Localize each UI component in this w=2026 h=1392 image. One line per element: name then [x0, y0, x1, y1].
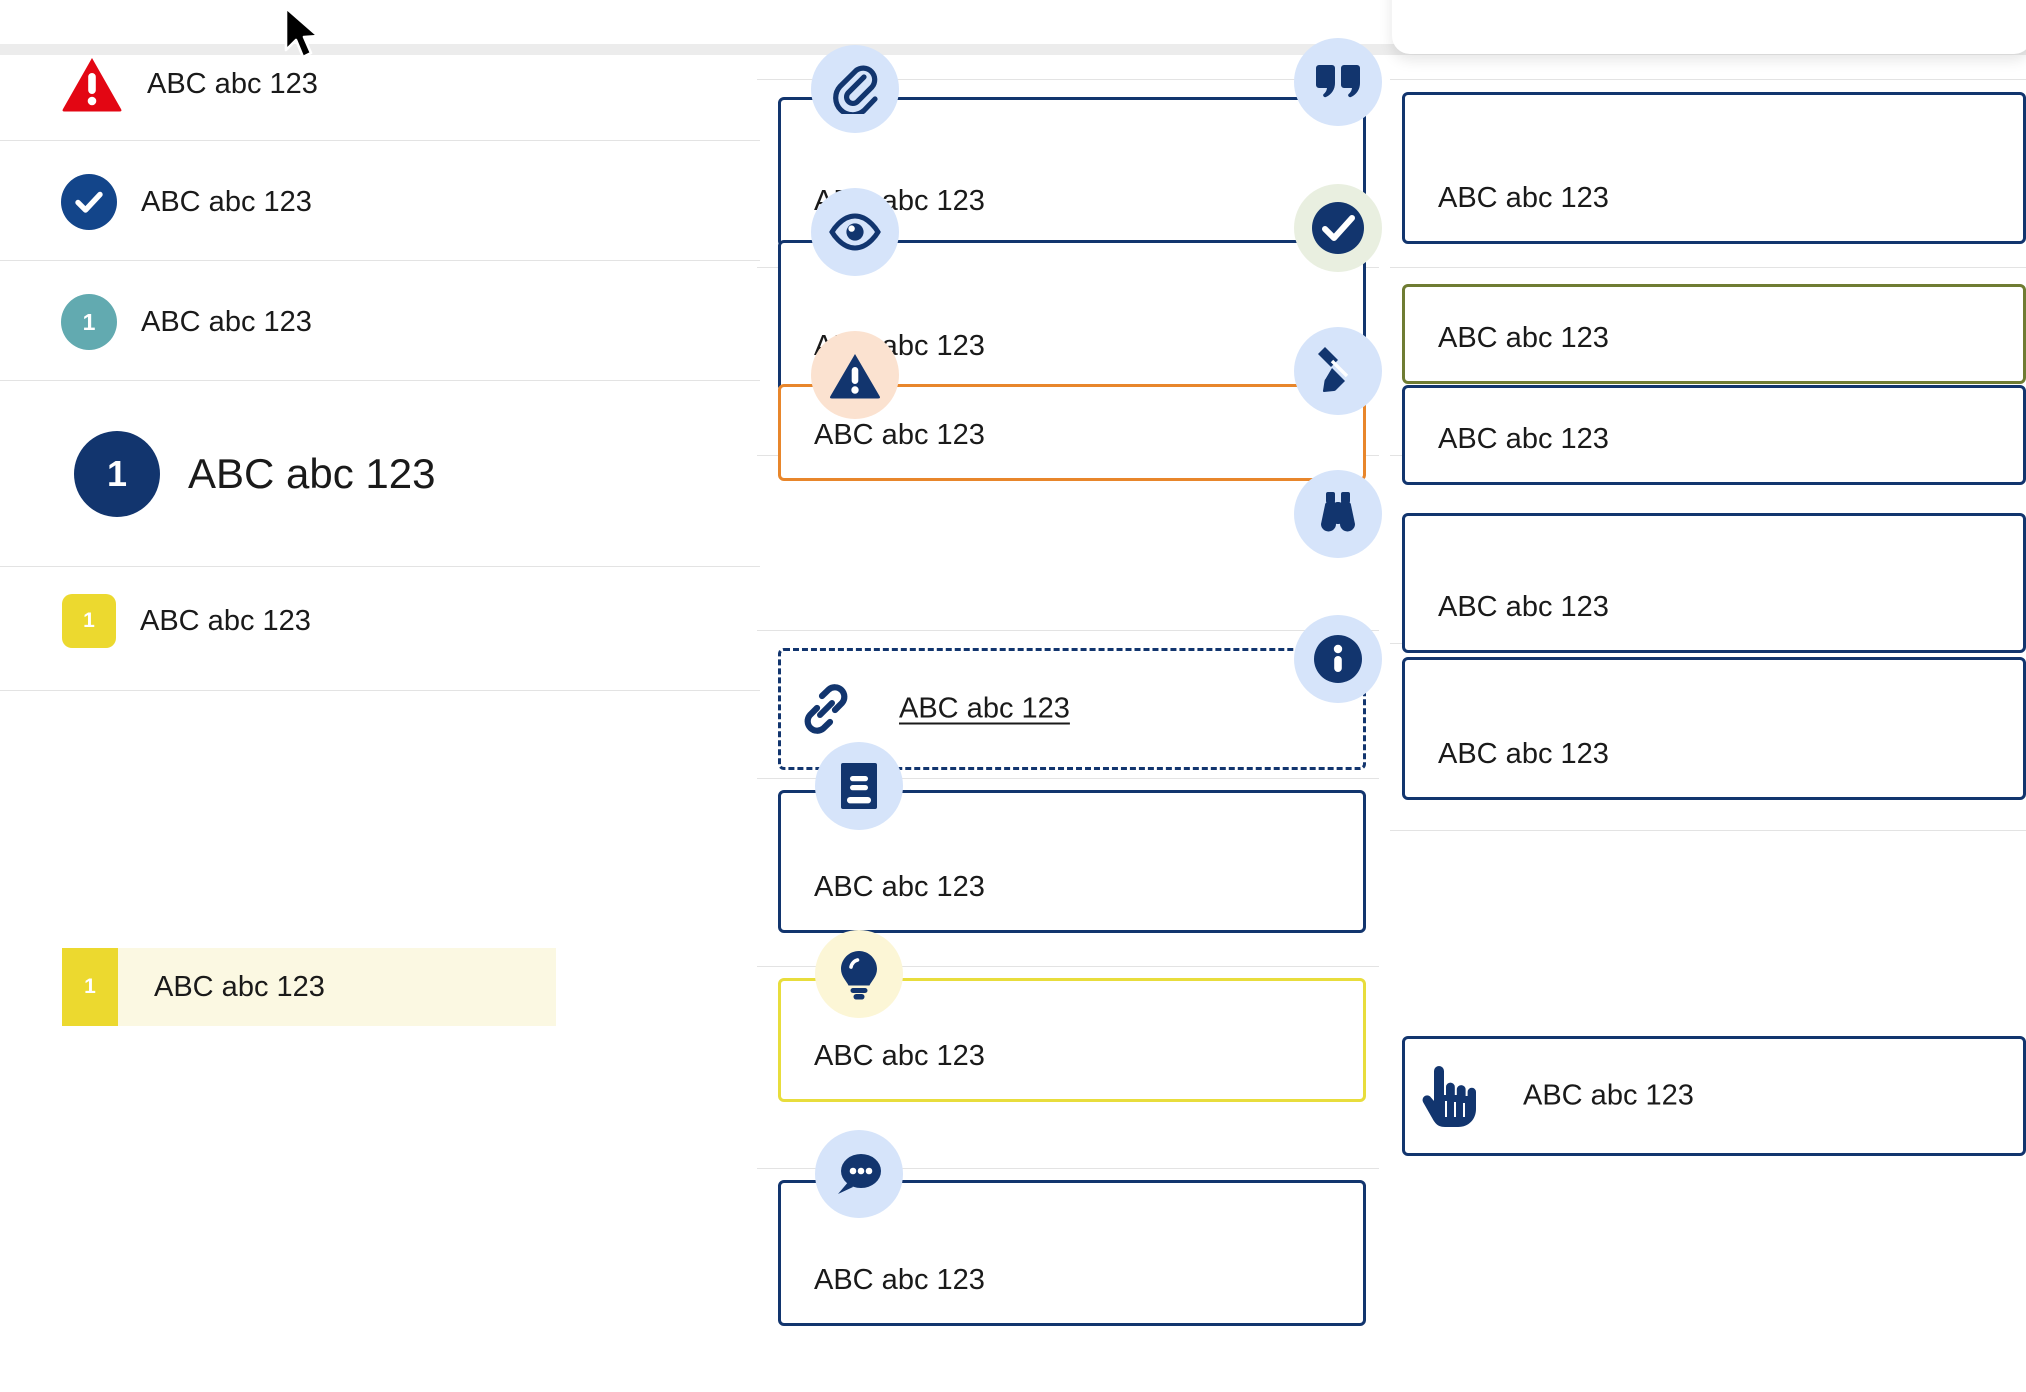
check-circle-icon — [1294, 184, 1382, 272]
lightbulb-icon — [815, 930, 903, 1018]
column-divider — [757, 630, 1379, 631]
mouse-cursor — [282, 6, 326, 67]
badge-number: 1 — [84, 975, 96, 998]
book-icon — [815, 742, 903, 830]
quote-card[interactable]: ABC abc 123 — [1402, 92, 2026, 244]
sidebar-item-label: ABC abc 123 — [147, 67, 318, 100]
column-divider — [757, 79, 1379, 80]
card-label: ABC abc 123 — [814, 871, 985, 903]
sidebar-item-step-selected[interactable]: 1 ABC abc 123 — [62, 948, 556, 1026]
badge-number: 1 — [83, 609, 95, 632]
column-divider — [757, 966, 1379, 967]
action-card[interactable]: ABC abc 123 — [1402, 1036, 2026, 1156]
observe-card[interactable]: ABC abc 123 — [1402, 513, 2026, 653]
paperclip-icon — [811, 45, 899, 133]
column-divider — [757, 1168, 1379, 1169]
card-label: ABC abc 123 — [1438, 423, 1609, 455]
number-badge-icon: 1 — [61, 294, 117, 350]
list-divider — [0, 690, 760, 691]
column-divider — [757, 778, 1379, 779]
number-badge-icon: 1 — [74, 431, 160, 517]
card-label: ABC abc 123 — [814, 419, 985, 451]
speech-bubble-icon — [815, 1130, 903, 1218]
left-item-list: ABC abc 123 ABC abc 123 1 ABC abc 123 1 … — [0, 0, 760, 1392]
info-card[interactable]: ABC abc 123 — [1402, 657, 2026, 800]
sidebar-item-step-large[interactable]: 1 ABC abc 123 — [0, 431, 760, 517]
chain-link-icon — [782, 665, 870, 753]
pointing-hand-icon — [1402, 1052, 1490, 1140]
approved-card[interactable]: ABC abc 123 — [1402, 284, 2026, 384]
card-label: ABC abc 123 — [814, 1264, 985, 1296]
card-label: ABC abc 123 — [1438, 322, 1609, 354]
warning-triangle-icon — [811, 331, 899, 419]
sidebar-item-label: ABC abc 123 — [154, 970, 325, 1003]
column-divider — [1390, 79, 2026, 80]
column-divider — [1390, 267, 2026, 268]
check-circle-icon — [61, 174, 117, 230]
eye-icon — [811, 188, 899, 276]
list-divider — [0, 566, 760, 567]
badge-number: 1 — [106, 453, 128, 494]
badge-number: 1 — [82, 308, 96, 335]
sidebar-item-label: ABC abc 123 — [188, 450, 436, 497]
binoculars-icon — [1294, 470, 1382, 558]
card-label: ABC abc 123 — [1438, 591, 1609, 623]
floating-panel — [1392, 0, 2026, 54]
card-label: ABC abc 123 — [1438, 182, 1609, 214]
sidebar-item-success[interactable]: ABC abc 123 — [0, 174, 760, 230]
card-label: ABC abc 123 — [814, 1040, 985, 1072]
sidebar-item-step-teal[interactable]: 1 ABC abc 123 — [0, 294, 760, 350]
list-divider — [0, 140, 760, 141]
quotation-mark-icon — [1294, 38, 1382, 126]
column-divider — [1390, 830, 2026, 831]
sidebar-item-label: ABC abc 123 — [140, 604, 311, 637]
sidebar-item-label: ABC abc 123 — [141, 305, 312, 338]
info-circle-icon — [1294, 615, 1382, 703]
edit-card[interactable]: ABC abc 123 — [1402, 385, 2026, 485]
number-badge-icon: 1 — [62, 948, 118, 1026]
pencil-icon — [1294, 327, 1382, 415]
number-badge-icon: 1 — [62, 594, 116, 648]
warning-triangle-icon — [61, 56, 123, 112]
sidebar-item-step-yellow[interactable]: 1 ABC abc 123 — [0, 594, 760, 648]
card-label: ABC abc 123 — [1523, 1079, 1694, 1112]
card-label: ABC abc 123 — [1438, 738, 1609, 770]
card-link-label[interactable]: ABC abc 123 — [899, 692, 1070, 725]
sidebar-item-label: ABC abc 123 — [141, 185, 312, 218]
list-divider — [0, 260, 760, 261]
sidebar-item-error[interactable]: ABC abc 123 — [0, 56, 760, 112]
list-divider — [0, 380, 760, 381]
